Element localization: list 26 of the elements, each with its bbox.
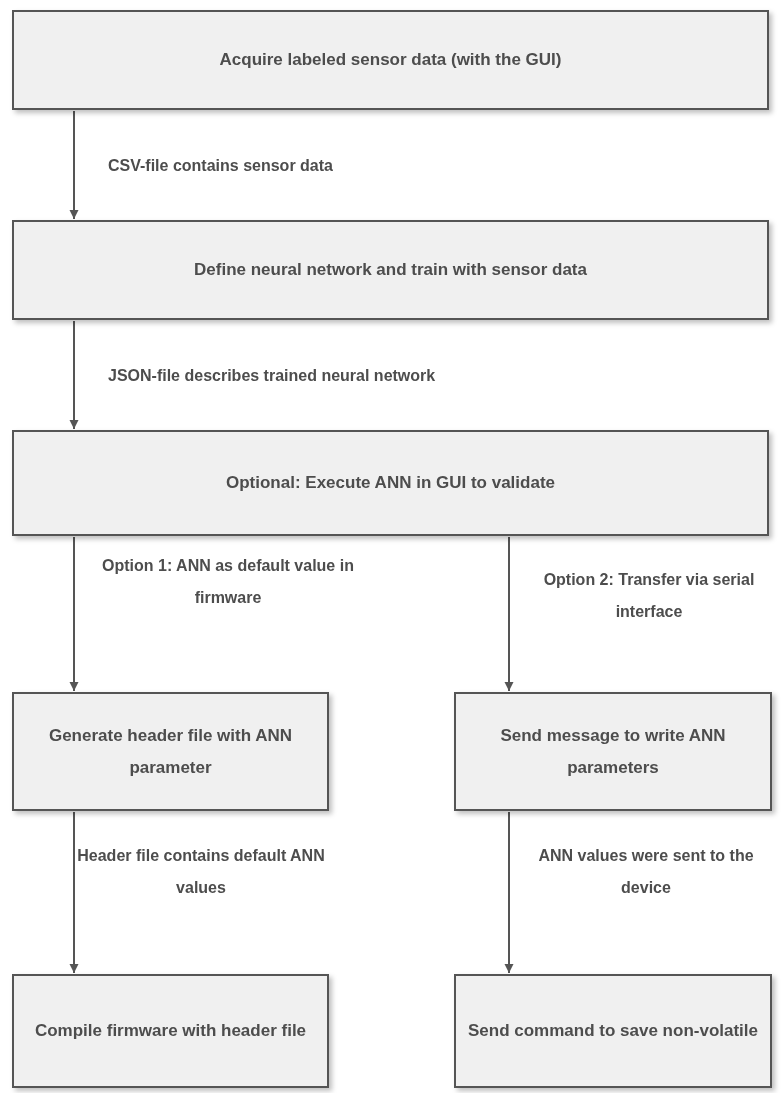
box-text: Optional: Execute ANN in GUI to validate [226,472,555,494]
process-box [454,692,772,811]
box-text: Define neural network and train with sensor data [194,259,587,281]
edge-label: Header file contains default ANN values [76,846,326,898]
box-text: Compile firmware with header file [34,1020,307,1042]
arrow [69,110,79,220]
edge-label: ANN values were sent to the device [537,846,755,898]
process-box [12,692,329,811]
process-box [12,974,329,1088]
process-box [454,974,772,1088]
edge-label: JSON-file describes trained neural network [108,366,437,386]
box-text: Send command to save non-volatile [468,1020,758,1042]
box-text: Acquire labeled sensor data (with the GUI) [219,49,562,71]
process-box [12,220,769,320]
arrow [504,536,514,692]
arrow [69,811,79,974]
edge-label: Option 1: ANN as default value in firmware [101,556,355,608]
process-box [12,430,769,536]
edge-label: Option 2: Transfer via serial interface [542,570,756,622]
edge-label: CSV-file contains sensor data [108,156,334,176]
arrow [504,811,514,974]
process-box [12,10,769,110]
arrow [69,320,79,430]
arrow [69,536,79,692]
box-text: Generate header file with ANN parameter [47,724,294,779]
box-text: Send message to write ANN parameters [499,724,727,779]
